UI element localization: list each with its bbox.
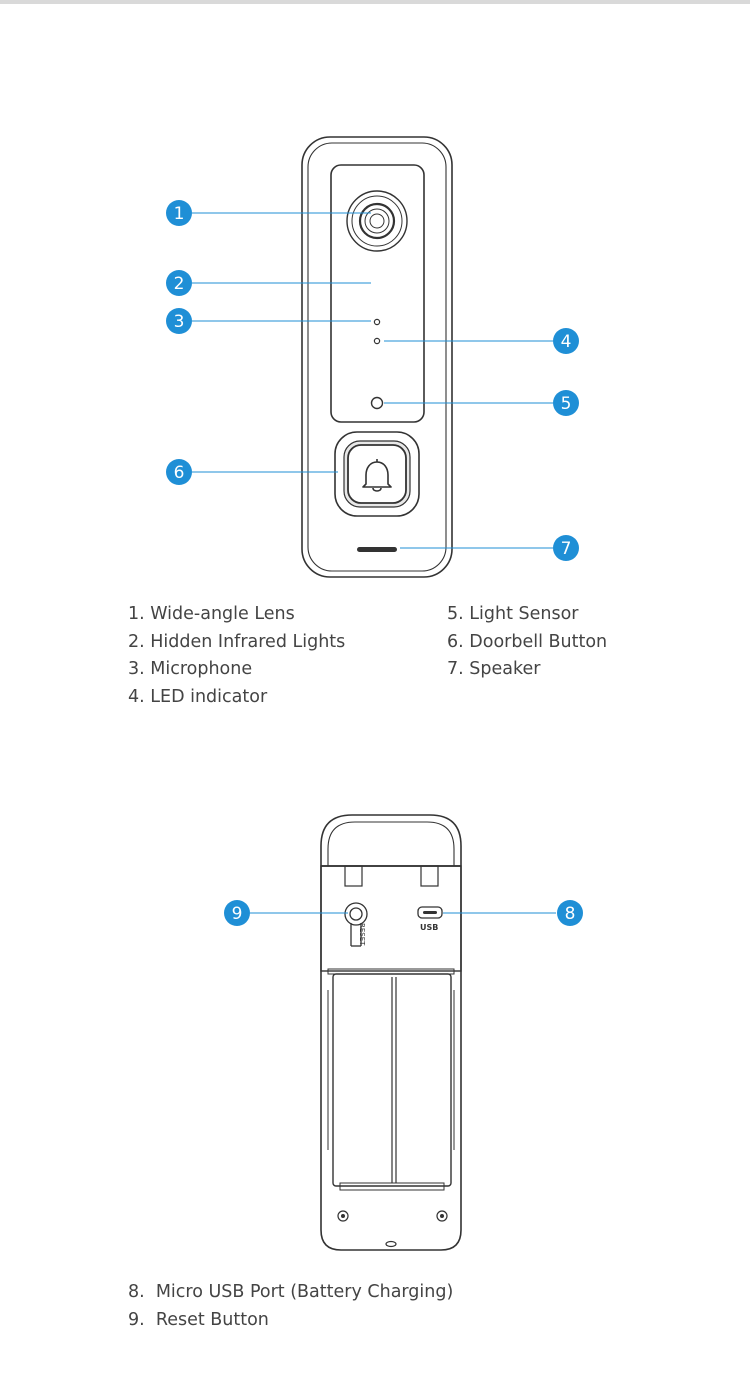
back-housing-outer: [320, 814, 462, 1251]
callout-number-2: 2: [174, 274, 185, 294]
front-legend-right: 5. Light Sensor 6. Doorbell Button 7. Sp…: [447, 601, 607, 684]
callout-badge-1: 1: [166, 200, 192, 226]
mount-clip-right: [420, 865, 439, 887]
sensor-panel: [330, 164, 425, 423]
micro-usb-port: [417, 906, 443, 919]
callout-badge-3: 3: [166, 308, 192, 334]
front-housing-outer: [301, 136, 453, 578]
callout-number-6: 6: [174, 463, 185, 483]
front-callout-lines: [192, 212, 553, 549]
top-divider: [0, 0, 750, 4]
led-indicator: [373, 337, 381, 345]
back-view: [320, 814, 462, 1251]
camera-lens-icon: [346, 190, 408, 252]
bell-icon: [362, 459, 392, 492]
back-legend: 8. Micro USB Port (Battery Charging) 9. …: [128, 1279, 453, 1334]
callout-badge-5: 5: [553, 390, 579, 416]
screw-right: [436, 1210, 448, 1222]
speaker-grille: [357, 547, 397, 552]
front-housing-inner: [307, 142, 447, 572]
doorbell-button: [334, 431, 420, 517]
legend-item-3: 3. Microphone: [128, 659, 253, 679]
callout-badge-4: 4: [553, 328, 579, 354]
legend-item-9: 9. Reset Button: [128, 1309, 269, 1330]
reset-label: RESET: [358, 923, 366, 946]
callout-badge-9: 9: [224, 900, 250, 926]
callout-number-4: 4: [561, 332, 572, 352]
legend-item-7: 7. Speaker: [447, 659, 541, 679]
callout-number-8: 8: [565, 904, 576, 924]
callout-number-9: 9: [232, 904, 243, 924]
callout-number-5: 5: [561, 394, 572, 414]
mount-clip-left: [344, 865, 363, 887]
legend-item-2: 2. Hidden Infrared Lights: [128, 631, 346, 652]
callout-number-1: 1: [174, 204, 185, 224]
battery-compartment: [332, 973, 452, 1187]
legend-item-4: 4. LED indicator: [128, 686, 268, 707]
top-plate: [320, 865, 462, 972]
legend-item-1: 1. Wide-angle Lens: [128, 604, 295, 624]
callout-badge-7: 7: [553, 535, 579, 561]
front-legend-left: 1. Wide-angle Lens 2. Hidden Infrared Li…: [128, 601, 345, 711]
screw-left: [337, 1210, 349, 1222]
back-housing-top-inner: [327, 821, 455, 866]
microphone-hole: [373, 318, 381, 326]
callout-badge-8: 8: [557, 900, 583, 926]
light-sensor: [370, 396, 384, 410]
legend-item-8: 8. Micro USB Port (Battery Charging): [128, 1282, 454, 1302]
legend-item-6: 6. Doorbell Button: [447, 631, 608, 652]
front-view: [301, 136, 453, 578]
callout-number-7: 7: [561, 539, 572, 559]
battery-contacts: [339, 1182, 445, 1191]
callout-number-3: 3: [174, 312, 185, 332]
reset-keyhole: [344, 902, 368, 947]
legend-item-5: 5. Light Sensor: [447, 604, 579, 624]
bottom-notch: [385, 1240, 397, 1248]
callout-badge-6: 6: [166, 459, 192, 485]
usb-label: USB: [420, 923, 438, 932]
callout-badge-2: 2: [166, 270, 192, 296]
